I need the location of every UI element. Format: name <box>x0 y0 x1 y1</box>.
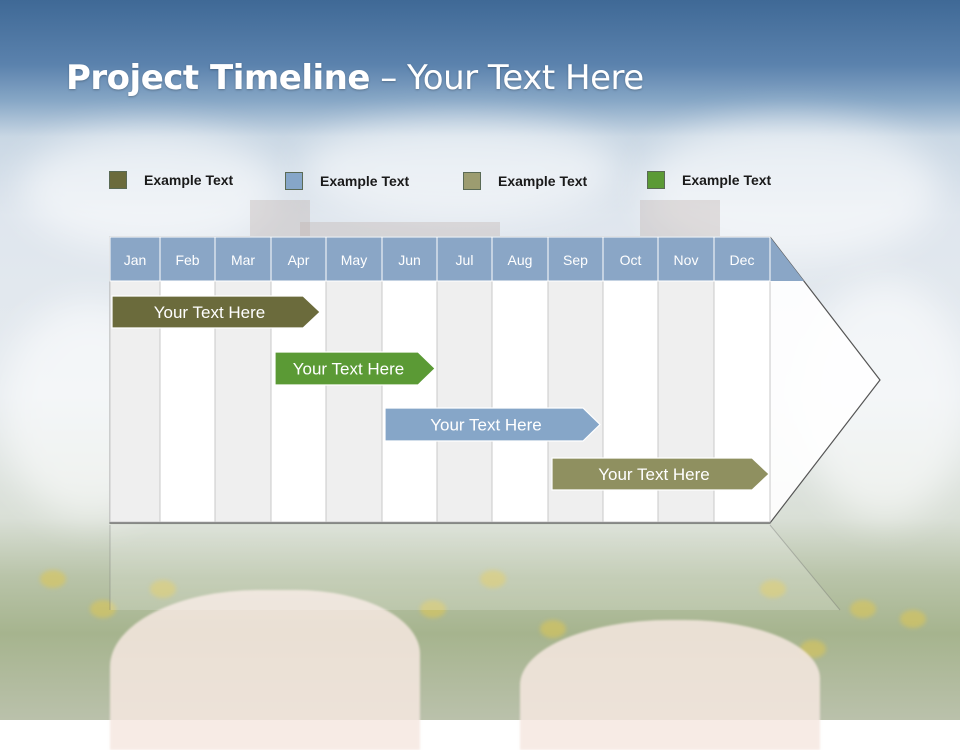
task-bar-label: Your Text Here <box>598 465 710 484</box>
task-bar <box>551 457 770 491</box>
legend-item: Example Text <box>647 170 771 190</box>
timeline-chart: Jan Feb Mar Apr May Jun Jul Aug Sep Oct Nov Dec You… <box>109 236 881 611</box>
timeline-reflection <box>110 525 840 610</box>
month-column-aug <box>491 280 549 523</box>
legend-swatch <box>285 172 303 190</box>
title-bold: Project Timeline <box>66 58 370 98</box>
task-bar-label: Your Text Here <box>293 360 405 379</box>
legend-label: Example Text <box>320 173 410 189</box>
month-label: Jul <box>456 252 474 268</box>
legend-item: Example Text <box>285 171 409 191</box>
legend-label: Example Text <box>498 173 588 189</box>
legend-swatch <box>647 171 665 189</box>
month-label: Oct <box>620 252 642 268</box>
reflection-edge-right <box>769 524 841 611</box>
month-header-jan <box>109 236 161 282</box>
month-header-jul <box>436 236 493 282</box>
title-rest: – Your Text Here <box>369 58 644 98</box>
legend-label: Example Text <box>144 172 234 188</box>
month-header-sep <box>547 236 604 282</box>
month-header-aug <box>491 236 549 282</box>
month-column-jun <box>381 280 438 523</box>
month-header-mar <box>214 236 272 282</box>
legend-label: Example Text <box>682 172 772 188</box>
slide-title: Project Timeline – Your Text Here <box>66 58 644 98</box>
month-label: Sep <box>563 252 588 268</box>
task-bar <box>111 295 321 329</box>
month-label: Feb <box>175 252 199 268</box>
task-bar <box>384 407 601 442</box>
month-label: Jun <box>398 252 421 268</box>
header-arrow-tip <box>770 237 804 281</box>
month-label: Jan <box>124 252 147 268</box>
task-bar <box>274 351 436 386</box>
month-header-dec <box>713 236 771 282</box>
task-bar-label: Your Text Here <box>430 416 542 435</box>
month-column-may <box>325 280 383 523</box>
legend-item: Example Text <box>463 171 587 191</box>
month-label: Apr <box>288 252 310 268</box>
month-header-jun <box>381 236 438 282</box>
legend-item: Example Text <box>109 170 233 190</box>
month-label: Dec <box>730 252 755 268</box>
month-label: May <box>341 252 367 268</box>
month-header-oct <box>602 236 659 282</box>
month-label: Nov <box>674 252 699 268</box>
task-bar-label: Your Text Here <box>154 303 266 322</box>
month-label: Mar <box>231 252 255 268</box>
month-header-apr <box>270 236 327 282</box>
legend-swatch <box>109 171 127 189</box>
month-label: Aug <box>508 252 533 268</box>
month-column-jul <box>436 280 493 523</box>
legend-swatch <box>463 172 481 190</box>
